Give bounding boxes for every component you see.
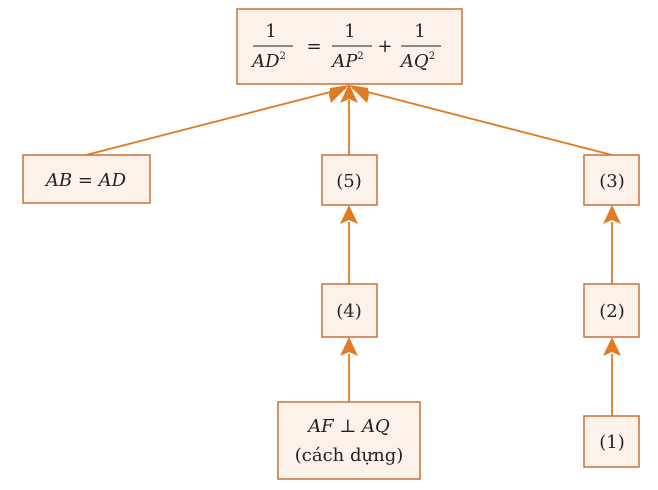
arrowhead-4-to-5 bbox=[340, 205, 358, 224]
node-ab-equals-ad-box bbox=[22, 154, 151, 204]
node-af-perp-aq-line2: (cách dựng) bbox=[295, 445, 403, 466]
edge-3-to-top bbox=[351, 87, 613, 156]
node-af-perp-aq-line1: AF ⊥ AQ bbox=[306, 416, 390, 437]
node-1-box bbox=[583, 415, 640, 468]
node-5-box bbox=[321, 154, 378, 206]
arrowhead-afaq-to-4 bbox=[340, 337, 358, 356]
node-2: (2) bbox=[583, 283, 640, 338]
arrowhead-abad-to-top bbox=[329, 85, 349, 103]
arrowhead-1-to-2 bbox=[603, 337, 621, 356]
edges bbox=[85, 84, 621, 416]
arrowhead-2-to-3 bbox=[603, 205, 621, 224]
edge-abad-to-top bbox=[85, 87, 347, 156]
top-plus-sign: + bbox=[377, 36, 392, 57]
top-equals-sign: = bbox=[306, 36, 321, 57]
node-af-perp-aq-box bbox=[277, 401, 421, 480]
node-4: (4) bbox=[321, 283, 378, 338]
top-term1-numerator: 1 bbox=[344, 21, 355, 42]
node-5: (5) bbox=[321, 154, 378, 206]
node-3-box bbox=[583, 154, 640, 206]
node-4-box bbox=[321, 283, 378, 338]
arrowhead-5-to-top bbox=[340, 84, 358, 103]
node-af-perp-aq: AF ⊥ AQ (cách dựng) bbox=[277, 401, 421, 480]
top-lhs-denominator: AD2 bbox=[250, 51, 286, 72]
top-lhs-numerator: 1 bbox=[265, 21, 276, 42]
node-2-label: (2) bbox=[599, 301, 625, 322]
top-term1-denominator: AP2 bbox=[330, 51, 364, 72]
node-3-label: (3) bbox=[599, 171, 625, 192]
node-5-label: (5) bbox=[336, 171, 362, 192]
node-ab-equals-ad-label: AB = AD bbox=[44, 170, 127, 191]
node-top-formula: 1 AD2 = 1 AP2 + 1 AQ2 bbox=[236, 8, 463, 85]
node-3: (3) bbox=[583, 154, 640, 206]
node-4-label: (4) bbox=[336, 301, 362, 322]
node-ab-equals-ad: AB = AD bbox=[22, 154, 151, 204]
arrowhead-3-to-top bbox=[349, 85, 369, 103]
top-term2-denominator: AQ2 bbox=[399, 51, 435, 72]
top-term2-numerator: 1 bbox=[414, 21, 425, 42]
node-1-label: (1) bbox=[599, 432, 625, 453]
node-2-box bbox=[583, 283, 640, 338]
node-1: (1) bbox=[583, 415, 640, 468]
